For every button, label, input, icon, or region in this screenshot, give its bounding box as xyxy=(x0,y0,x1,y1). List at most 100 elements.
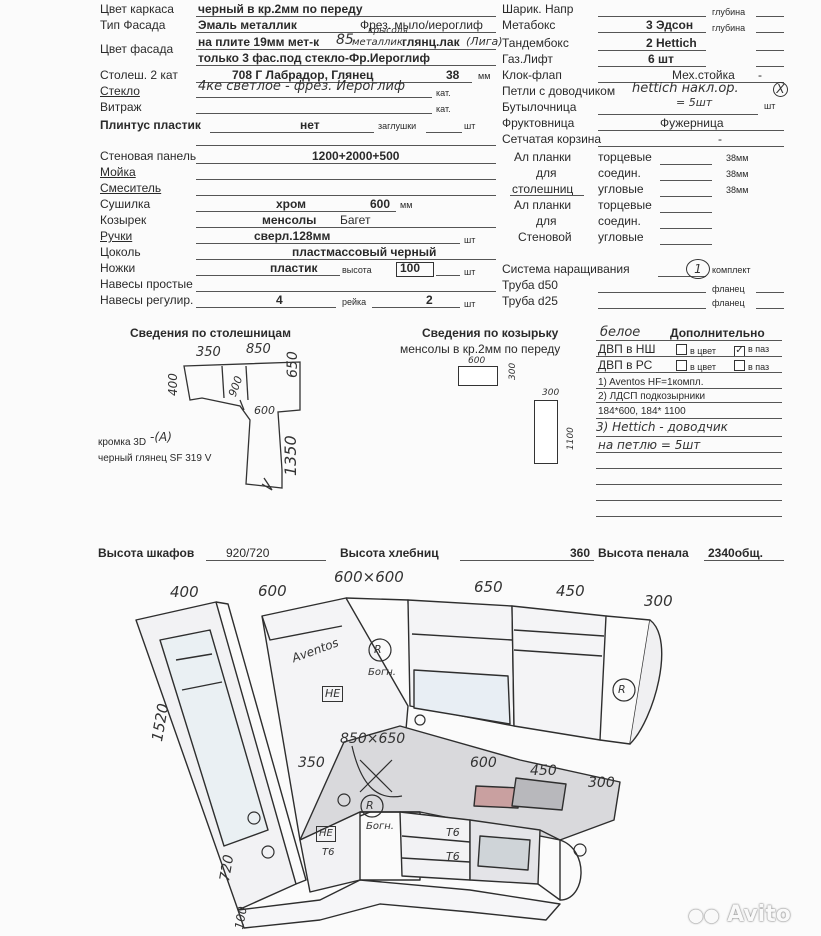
adj-hinges-value: 4 xyxy=(276,293,283,307)
pipe50-label: Труба d50 xyxy=(502,278,558,292)
al-top-r2: соедин. xyxy=(598,166,641,180)
glass-label: Стекло xyxy=(100,84,140,98)
extension-unit: комплект xyxy=(712,265,751,275)
sketch-label-t6c: Т6 xyxy=(322,847,335,858)
dvp-ns-color: в цвет xyxy=(672,344,716,357)
sketch-top-600x600: 600×600 xyxy=(334,568,404,586)
canopy-piece-small xyxy=(458,366,498,386)
additional-item1: 1) Aventos HF=1компл. xyxy=(598,377,704,388)
adj-hinges-rail: 2 xyxy=(426,293,433,307)
facade-color-value2: глянц.лак xyxy=(402,35,460,49)
klok-flap-label: Клок-флап xyxy=(502,68,562,82)
sketch-mid-350: 350 xyxy=(298,755,325,771)
pipe25-unit: фланец xyxy=(712,298,745,308)
sketch-mid-450: 450 xyxy=(530,763,557,779)
countertop-value: 708 Г Лабрадор, Глянец xyxy=(232,68,374,82)
sketch-label-bogn1: Богн. xyxy=(368,667,396,678)
dryer-size: 600 xyxy=(370,197,391,211)
canopy-d300b: 300 xyxy=(542,388,560,398)
ct-d600: 600 xyxy=(254,404,275,417)
al-wall-l1: Ал планки xyxy=(514,198,572,212)
dvp-ns-color-checkbox[interactable] xyxy=(676,344,687,355)
sketch-label-t6b: Т6 xyxy=(446,850,460,863)
sketch-label-ne1: НЕ xyxy=(322,686,344,702)
facade-type-extra: Фрез. мыло/иероглиф xyxy=(360,18,483,32)
sketch-mid-600: 600 xyxy=(470,755,497,771)
plinth-base-value: пластмассовый черный xyxy=(292,245,437,259)
metabox-label: Метабокс xyxy=(502,18,556,32)
canopy-info-title: Сведения по козырьку xyxy=(422,326,559,340)
al-top-mm1: 38мм xyxy=(726,153,749,163)
additional-item2: 2) ЛДСП подкозырники xyxy=(598,391,706,402)
ct-d350: 350 xyxy=(196,345,221,360)
dryer-unit: мм xyxy=(400,200,413,210)
plinth-caps: заглушки xyxy=(378,121,417,131)
canopy-extra: Багет xyxy=(340,213,371,227)
avito-watermark-text: Avito xyxy=(727,902,791,927)
countertop-info-title: Сведения по столешницам xyxy=(130,326,291,340)
al-wall-r2: соедин. xyxy=(598,214,641,228)
additional-item3-hw: 3) Hettich - доводчик xyxy=(596,420,728,434)
avito-watermark: ●● Avito xyxy=(688,902,791,927)
dryer-value: хром xyxy=(276,197,307,211)
dvp-rs-color-checkbox[interactable] xyxy=(676,360,687,371)
al-wall-r1: торцевые xyxy=(598,198,652,212)
ball-depth: глубина xyxy=(712,7,746,17)
legs-height: 100 xyxy=(400,261,421,275)
bread-height-label: Высота хлебниц xyxy=(340,546,439,560)
extension-label: Система наращивания xyxy=(502,262,630,276)
fruit-label: Фруктовница xyxy=(502,116,575,130)
sketch-label-bogn2: Богн. xyxy=(366,821,394,832)
facade-type-label: Тип Фасада xyxy=(100,18,166,32)
sketch-label-ne2: НЕ xyxy=(316,826,336,842)
gas-lift-label: Газ.Лифт xyxy=(502,52,553,66)
sketch-top-300: 300 xyxy=(644,592,673,610)
al-wall-r3: угловые xyxy=(598,230,644,244)
handles-pcs: шт xyxy=(464,235,476,245)
dvp-rs-color: в цвет xyxy=(672,360,716,373)
facade-color-hw1: 85 xyxy=(336,32,354,48)
mixer-label: Смеситель xyxy=(100,181,162,195)
edge-label: кромка 3D xyxy=(98,437,147,448)
sketch-top-650: 650 xyxy=(474,578,503,596)
al-top-l1: Ал планки xyxy=(514,150,572,164)
sketch-label-r2: R xyxy=(618,683,626,696)
al-wall-l2: для xyxy=(536,214,557,228)
klok-flap-dash: - xyxy=(758,68,762,82)
mesh-basket-label: Сетчатая корзина xyxy=(502,132,602,146)
additional-hw-white: белое xyxy=(600,325,641,340)
klok-flap-value: Мех.стойка xyxy=(672,68,735,82)
carcass-color-label: Цвет каркаса xyxy=(100,2,174,16)
al-wall-l3: Стеновой xyxy=(518,230,572,244)
dvp-ns-label: ДВП в НШ xyxy=(598,342,656,356)
bottle-label: Бутылочница xyxy=(502,100,577,114)
canopy-value: менсолы xyxy=(262,213,317,227)
sketch-label-t6a: Т6 xyxy=(446,826,460,839)
facade-color-value: на плите 19мм мет-к xyxy=(198,35,320,49)
legs-pcs: шт xyxy=(464,267,476,277)
handles-value: сверл.128мм xyxy=(254,229,331,243)
countertop-unit: мм xyxy=(478,71,491,81)
hinges-closer-hw2: = 5шт xyxy=(676,96,713,109)
facade-color-hw3: (Лига) xyxy=(466,35,503,48)
simple-hinges-label: Навесы простые xyxy=(100,277,193,291)
pipe25-label: Труба d25 xyxy=(502,294,558,308)
handles-label: Ручки xyxy=(100,229,133,243)
hinges-closer-circle: Х xyxy=(773,82,788,97)
edge-color: черный глянец SF 319 V xyxy=(98,453,212,464)
additional-item2b: 184*600, 184* 1100 xyxy=(598,406,686,417)
mesh-basket-dash: - xyxy=(718,132,722,146)
cab-height-label: Высота шкафов xyxy=(98,546,195,560)
metabox-value: 3 Эдсон xyxy=(646,18,694,32)
tandembox-value: 2 Hettich xyxy=(646,36,697,50)
extension-value: 1 xyxy=(686,259,710,279)
sketch-mid-850x650: 850×650 xyxy=(340,731,406,747)
dvp-rs-groove-checkbox[interactable] xyxy=(734,360,745,371)
wall-panel-value: 1200+2000+500 xyxy=(312,149,400,163)
plinth-label: Плинтус пластик xyxy=(100,118,201,132)
additional-title: Дополнительно xyxy=(670,326,765,340)
hinges-closer-label: Петли с доводчиком xyxy=(502,84,616,98)
al-top-mm2: 38мм xyxy=(726,169,749,179)
canopy-piece-long xyxy=(534,400,558,464)
